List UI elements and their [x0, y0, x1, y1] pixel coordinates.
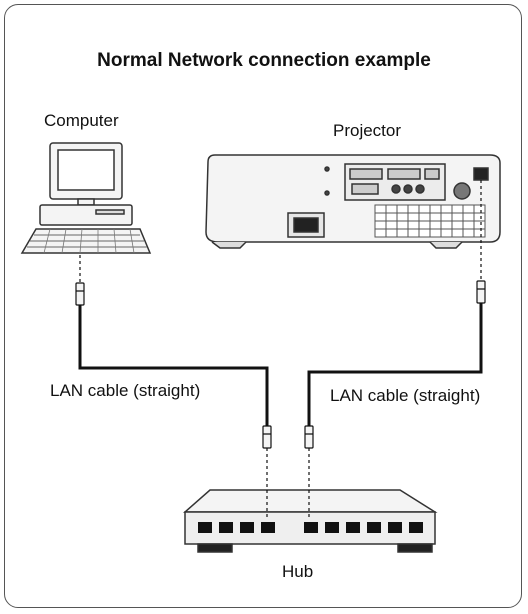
hub-label: Hub: [282, 562, 314, 581]
left-cable-label: LAN cable (straight): [50, 381, 201, 400]
diagram-title: Normal Network connection example: [97, 50, 431, 71]
right-lan-cable: [307, 180, 483, 520]
projector-icon: [205, 154, 501, 249]
projector-label: Projector: [333, 121, 402, 140]
computer-label: Computer: [44, 111, 119, 130]
left-lan-cable: [78, 255, 269, 520]
rj45-plug-icon: [75, 280, 486, 449]
computer-icon: [20, 142, 152, 254]
hub-icon: [183, 489, 438, 553]
right-cable-label: LAN cable (straight): [330, 386, 481, 405]
